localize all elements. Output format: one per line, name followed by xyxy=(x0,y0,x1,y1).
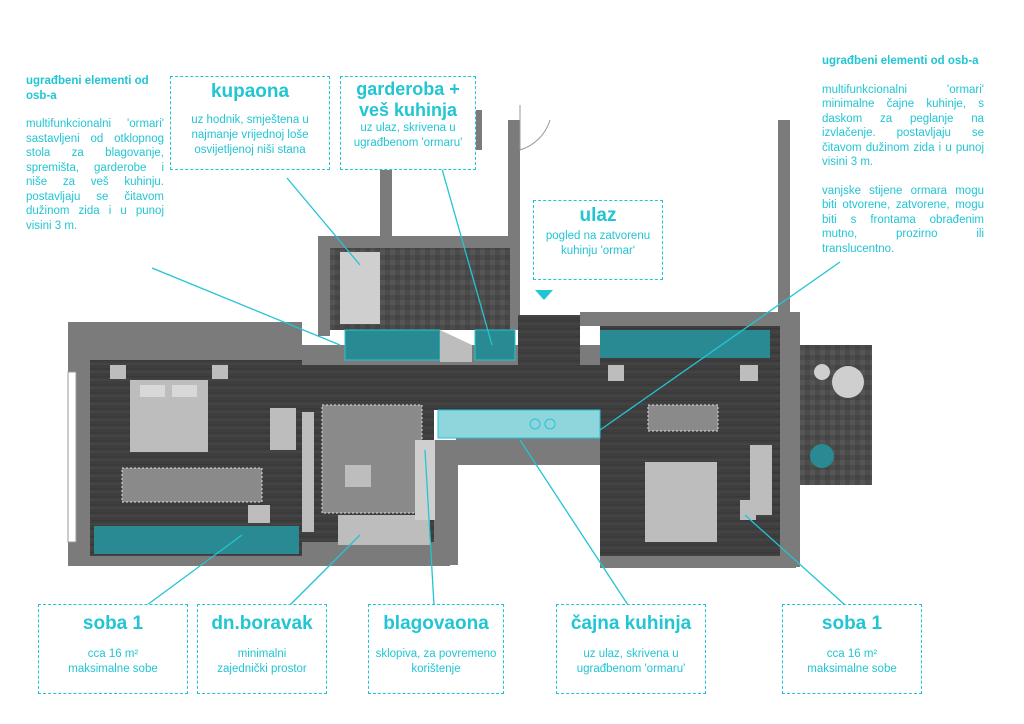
label-cajna: čajna kuhinja uz ulaz, skrivena u ugrađb… xyxy=(556,604,706,694)
label-kupaona-sub: uz hodnik, smještena u najmanje vrijedno… xyxy=(191,114,309,156)
right-note: ugrađbeni elementi od osb-a multifunkcio… xyxy=(822,54,984,256)
label-boravak-sub: minimalni zajednički prostor xyxy=(217,648,307,675)
closet-row-left xyxy=(344,329,441,361)
kitchen-counter xyxy=(437,409,601,439)
label-soba1-right: soba 1 cca 16 m² maksimalne sobe xyxy=(782,604,922,694)
label-soba1-left: soba 1 cca 16 m² maksimalne sobe xyxy=(38,604,188,694)
label-garderoba-title: garderoba + veš kuhinja xyxy=(356,79,460,120)
right-note-heading: ugrađbeni elementi od osb-a xyxy=(822,55,979,67)
furniture-soba1-right xyxy=(600,330,772,542)
leader-lines xyxy=(146,161,846,606)
label-cajna-title: čajna kuhinja xyxy=(570,613,692,634)
balcony xyxy=(800,345,872,485)
label-boravak-title: dn.boravak xyxy=(211,613,313,634)
furniture-soba1-left xyxy=(94,365,299,554)
right-note-body2: vanjske stijene ormara mogu biti otvoren… xyxy=(822,184,984,255)
label-blagovaona-sub: sklopiva, za povremeno korištenje xyxy=(375,648,497,675)
label-blagovaona: blagovaona sklopiva, za povremeno korišt… xyxy=(368,604,504,694)
label-soba1-left-title: soba 1 xyxy=(82,613,144,634)
label-garderoba: garderoba + veš kuhinja uz ulaz, skriven… xyxy=(340,76,476,170)
label-ulaz: ulaz pogled na zatvorenu kuhinju 'ormar' xyxy=(533,200,663,280)
corridor-floor xyxy=(300,365,605,410)
label-garderoba-sub: uz ulaz, skrivena u ugrađbenom 'ormaru' xyxy=(353,122,463,149)
left-note-heading: ugrađbeni elementi od osb-a xyxy=(26,75,149,102)
left-note: ugrađbeni elementi od osb-a multifunkcio… xyxy=(26,74,164,233)
left-note-body: multifunkcionalni 'ormari' sastavljeni o… xyxy=(26,118,164,232)
label-cajna-sub: uz ulaz, skrivena u ugrađbenom 'ormaru' xyxy=(576,648,686,675)
label-blagovaona-title: blagovaona xyxy=(383,613,489,634)
entrance-arrow-icon xyxy=(535,290,553,300)
label-soba1-left-sub: cca 16 m² maksimalne sobe xyxy=(68,648,158,675)
label-ulaz-title: ulaz xyxy=(579,205,617,226)
right-note-body: multifunkcionalni 'ormari' minimalne čaj… xyxy=(822,83,984,169)
entrance-floor xyxy=(518,315,580,367)
label-boravak: dn.boravak minimalni zajednički prostor xyxy=(197,604,327,694)
furniture-boravak xyxy=(302,404,435,545)
label-kupaona-title: kupaona xyxy=(210,81,290,102)
label-soba1-right-sub: cca 16 m² maksimalne sobe xyxy=(807,648,897,675)
label-kupaona: kupaona uz hodnik, smještena u najmanje … xyxy=(170,76,330,170)
label-ulaz-sub: pogled na zatvorenu kuhinju 'ormar' xyxy=(545,230,651,257)
label-soba1-right-title: soba 1 xyxy=(821,613,883,634)
